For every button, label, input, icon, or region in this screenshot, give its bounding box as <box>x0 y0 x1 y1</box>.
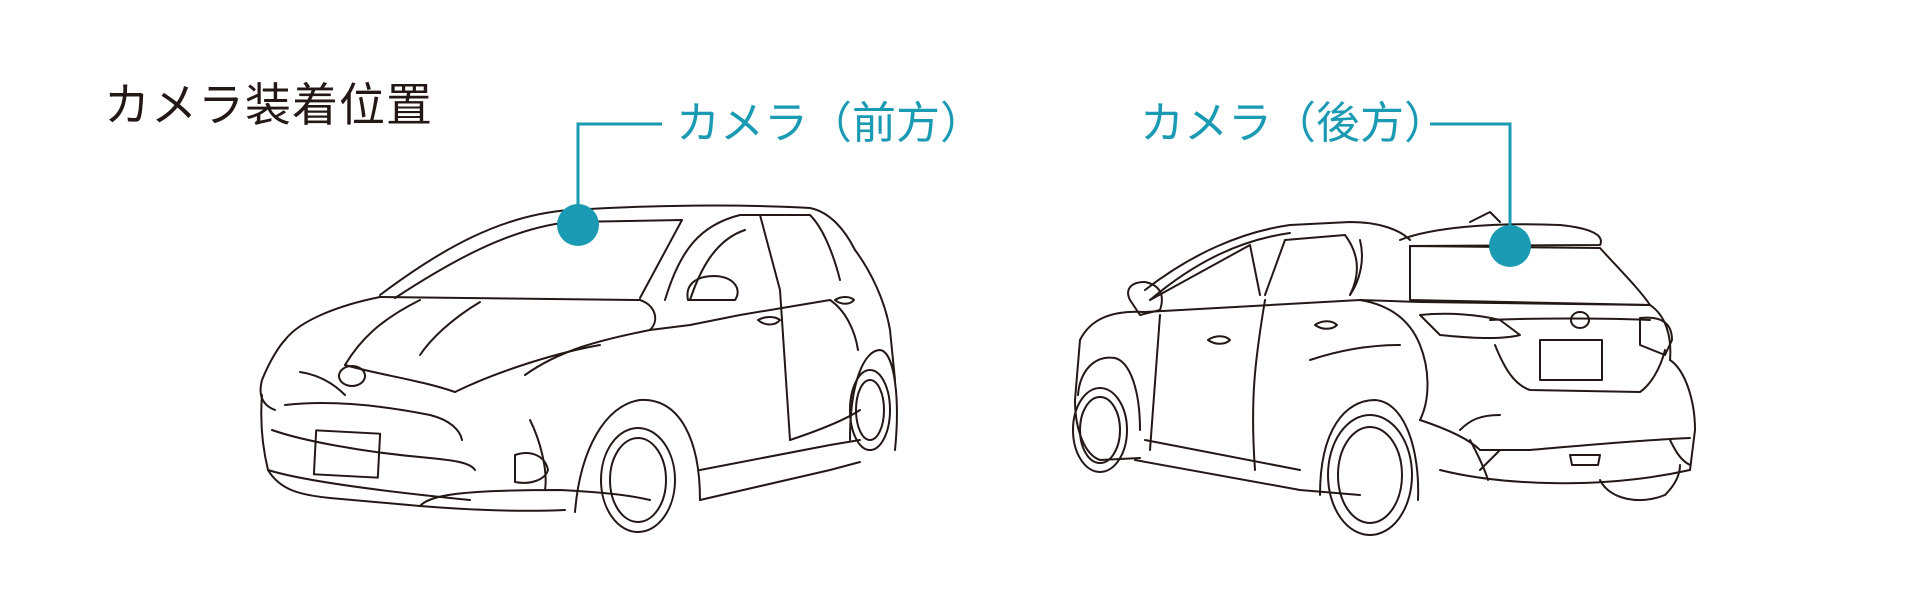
rear-camera-label: カメラ（後方） <box>1140 98 1448 149</box>
rear-camera-marker <box>1489 225 1531 267</box>
front-camera-leader-line <box>576 122 662 228</box>
rear-camera-leader-line <box>1430 122 1512 248</box>
rear-car-illustration <box>1072 211 1696 536</box>
page-title: カメラ装着位置 <box>104 78 433 132</box>
front-car-illustration <box>259 204 898 533</box>
front-camera-marker <box>557 204 599 246</box>
front-camera-label: カメラ（前方） <box>676 98 984 149</box>
